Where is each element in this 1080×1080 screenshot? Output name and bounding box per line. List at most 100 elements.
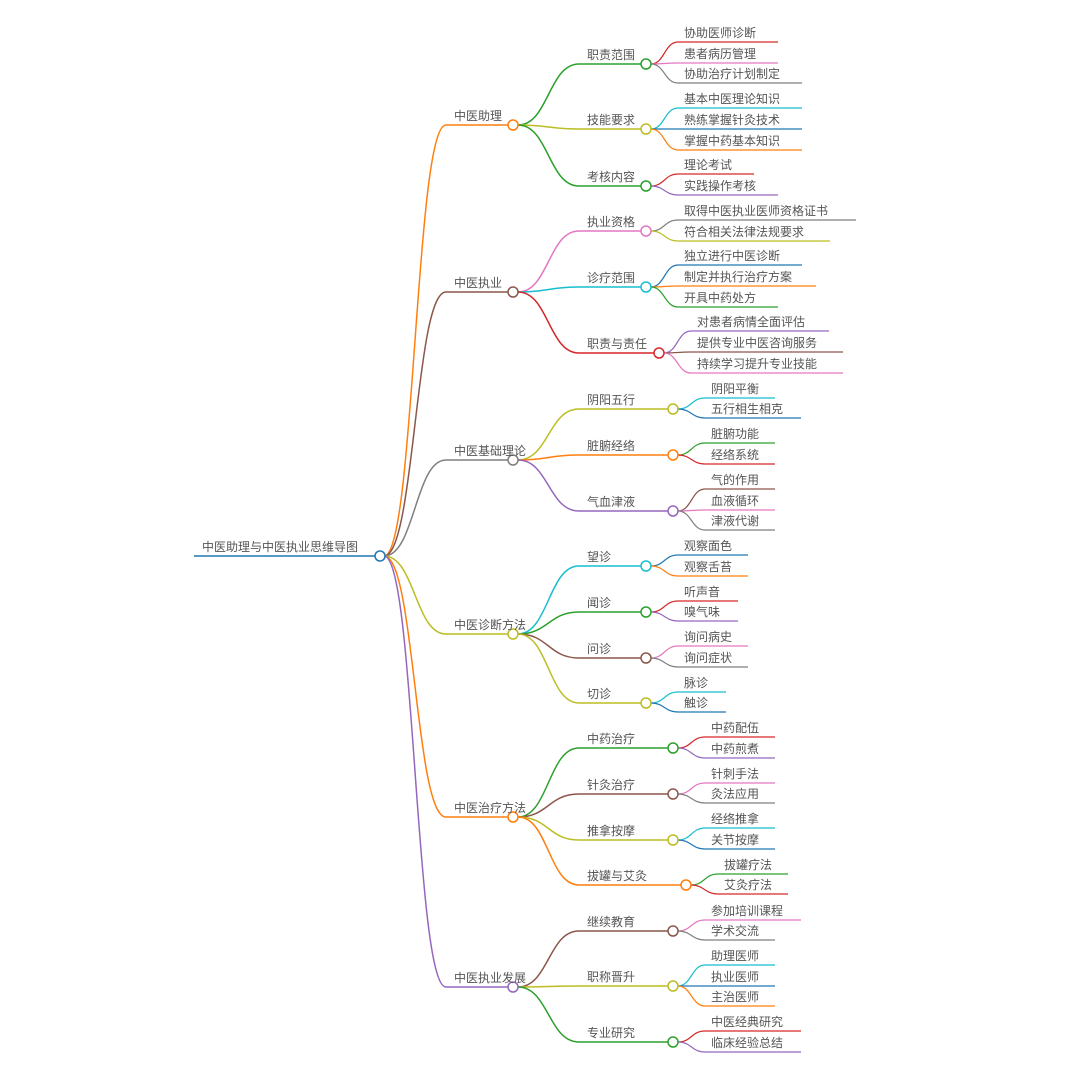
subtopic-connector (517, 291, 580, 354)
leaf-connector (650, 230, 679, 242)
branch-node[interactable] (507, 811, 519, 823)
subtopic-node[interactable] (640, 606, 652, 618)
subtopic-node[interactable] (667, 925, 679, 937)
subtopic-node[interactable] (680, 879, 692, 891)
leaf-topic-label: 中药煎煮 (711, 742, 760, 756)
subtopic-label: 切诊 (587, 687, 612, 701)
branch-node[interactable] (507, 981, 519, 993)
subtopic-label: 针灸治疗 (587, 778, 636, 792)
leaf-connector (663, 352, 692, 374)
subtopic-node[interactable] (640, 281, 652, 293)
subtopic-connector (517, 816, 580, 886)
subtopic-connector (517, 408, 580, 461)
leaf-topic-label: 患者病历管理 (684, 47, 757, 61)
subtopic-connector (517, 459, 580, 512)
subtopic-node[interactable] (667, 505, 679, 517)
leaf-topic-label: 取得中医执业医师资格证书 (684, 204, 829, 218)
subtopic-node[interactable] (640, 58, 652, 70)
leaf-topic-label: 中医经典研究 (711, 1015, 784, 1029)
leaf-connector (677, 408, 706, 419)
branch-connector (383, 459, 447, 557)
subtopic-node[interactable] (667, 403, 679, 415)
leaf-connector (650, 600, 679, 613)
leaf-connector (650, 565, 679, 577)
subtopic-node[interactable] (640, 225, 652, 237)
leaf-connector (650, 128, 679, 151)
subtopic-connector (517, 286, 580, 293)
branch-topic-label: 中医诊断方法 (454, 618, 527, 632)
leaf-topic-label: 临床经验总结 (711, 1036, 784, 1050)
leaf-topic-label: 熟练掌握针灸技术 (684, 113, 781, 127)
branch-node[interactable] (507, 628, 519, 640)
branch-connector (383, 555, 447, 635)
leaf-connector (650, 264, 679, 288)
leaf-connector (650, 554, 679, 567)
leaf-topic-label: 提供专业中医咨询服务 (697, 336, 818, 350)
subtopic-node[interactable] (640, 652, 652, 664)
leaf-topic-label: 血液循环 (711, 494, 760, 508)
branch-connector (383, 124, 447, 557)
subtopic-node[interactable] (667, 449, 679, 461)
subtopic-label: 拔罐与艾灸 (587, 869, 648, 883)
leaf-connector (677, 442, 706, 456)
subtopic-node[interactable] (667, 1036, 679, 1048)
leaf-topic-label: 经络推拿 (711, 812, 760, 826)
subtopic-connector (517, 793, 580, 818)
leaf-topic-label: 五行相生相克 (711, 402, 784, 416)
subtopic-connector (517, 611, 580, 635)
leaf-topic-label: 独立进行中医诊断 (684, 249, 781, 263)
subtopic-node[interactable] (640, 560, 652, 572)
subtopic-label: 问诊 (587, 642, 612, 656)
subtopic-node[interactable] (667, 980, 679, 992)
subtopic-label: 职责范围 (587, 48, 636, 62)
leaf-connector (650, 286, 679, 308)
leaf-connector (677, 1041, 706, 1053)
leaf-topic-label: 中药配伍 (711, 721, 760, 735)
leaf-topic-label: 学术交流 (711, 924, 760, 938)
leaf-connector (650, 173, 679, 187)
leaf-connector (677, 964, 706, 987)
subtopic-node[interactable] (640, 123, 652, 135)
leaf-connector (690, 884, 719, 895)
leaf-topic-label: 实践操作考核 (684, 179, 757, 193)
leaf-topic-label: 经络系统 (711, 448, 760, 462)
leaf-connector (650, 107, 679, 130)
subtopic-label: 气血津液 (587, 495, 636, 509)
subtopic-label: 执业资格 (587, 215, 636, 229)
branch-node[interactable] (507, 454, 519, 466)
leaf-topic-label: 询问病史 (684, 630, 733, 644)
branch-node[interactable] (507, 119, 519, 131)
subtopic-label: 专业研究 (587, 1026, 636, 1040)
leaf-topic-label: 询问症状 (684, 651, 733, 665)
branch-topic-label: 中医治疗方法 (454, 801, 527, 815)
subtopic-node[interactable] (653, 347, 665, 359)
leaf-topic-label: 掌握中药基本知识 (684, 134, 781, 148)
leaf-connector (677, 510, 706, 531)
leaf-connector (677, 782, 706, 795)
subtopic-connector (517, 63, 580, 126)
root-node[interactable] (374, 550, 386, 562)
subtopic-connector (517, 816, 580, 841)
leaf-topic-label: 协助医师诊断 (684, 26, 757, 40)
subtopic-connector (517, 986, 580, 1043)
leaf-connector (677, 930, 706, 941)
subtopic-node[interactable] (640, 180, 652, 192)
leaf-topic-label: 持续学习提升专业技能 (697, 357, 818, 371)
leaf-topic-label: 津液代谢 (711, 514, 760, 528)
subtopic-connector (517, 985, 580, 988)
branch-node[interactable] (507, 286, 519, 298)
leaf-topic-label: 拔罐疗法 (724, 858, 773, 872)
subtopic-node[interactable] (667, 834, 679, 846)
subtopic-node[interactable] (667, 788, 679, 800)
subtopic-node[interactable] (640, 697, 652, 709)
subtopic-connector (517, 633, 580, 704)
leaf-connector (690, 873, 719, 886)
branch-topic-label: 中医基础理论 (454, 444, 527, 458)
leaf-connector (677, 793, 706, 804)
subtopic-node[interactable] (667, 742, 679, 754)
leaf-connector (677, 985, 706, 1007)
subtopic-connector (517, 454, 580, 461)
subtopic-label: 技能要求 (587, 113, 636, 127)
branch-topic-label: 中医助理 (454, 109, 503, 123)
leaf-topic-label: 助理医师 (711, 949, 760, 963)
